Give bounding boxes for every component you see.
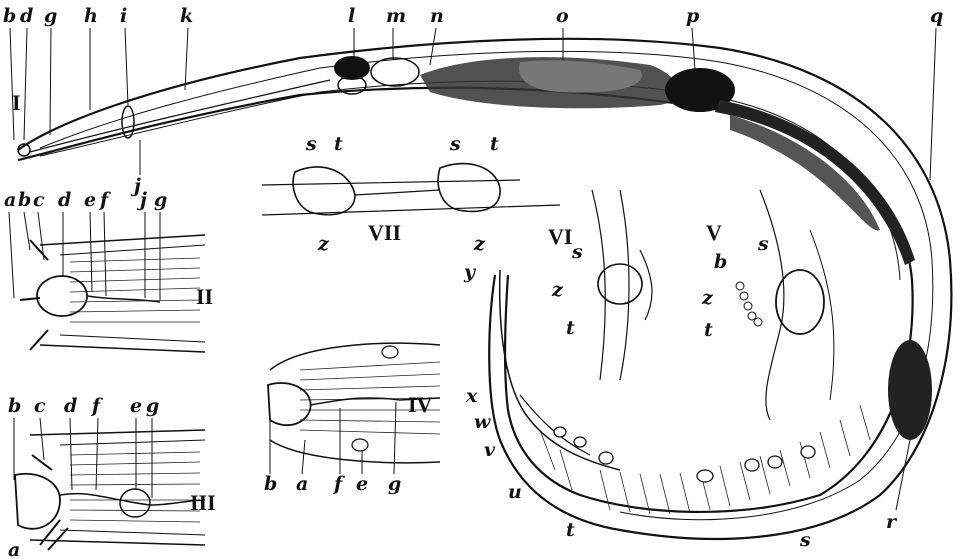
main-worm-body — [17, 37, 953, 540]
label-n: n — [430, 5, 444, 27]
IV-label-a: a — [296, 473, 308, 495]
panel-VI: VI s z t — [548, 189, 653, 381]
numeral-V: V — [706, 220, 722, 245]
VI-label-t: t — [566, 317, 575, 339]
VII-label-s2: s — [449, 133, 461, 155]
label-p: p — [686, 5, 700, 27]
label-r: r — [886, 511, 898, 533]
IV-label-g: g — [388, 473, 401, 495]
II-label-g: g — [154, 189, 167, 211]
label-l: l — [348, 5, 355, 27]
label-g: g — [44, 5, 57, 27]
II-label-f: f — [98, 189, 111, 211]
III-label-b: b — [8, 395, 21, 417]
label-m: m — [386, 5, 406, 27]
numeral-III: III — [190, 490, 216, 515]
numeral-II: II — [196, 284, 213, 309]
label-o: o — [556, 5, 569, 27]
II-label-j: j — [136, 189, 147, 211]
IV-label-b: b — [264, 473, 277, 495]
numeral-VI: VI — [548, 224, 572, 249]
label-y: y — [463, 261, 477, 283]
V-label-b: b — [714, 251, 727, 273]
II-label-a: a — [4, 189, 16, 211]
VII-label-z1: z — [317, 233, 330, 255]
label-u: u — [508, 481, 522, 503]
III-label-a: a — [8, 539, 20, 559]
numeral-I: I — [12, 90, 21, 115]
VII-label-t2: t — [490, 133, 499, 155]
label-t-main: t — [566, 519, 575, 541]
III-label-e: e — [130, 395, 142, 417]
label-d: d — [20, 5, 33, 27]
label-q: q — [930, 5, 943, 27]
numeral-VII: VII — [368, 220, 401, 245]
numeral-IV: IV — [408, 392, 433, 417]
III-label-f: f — [90, 395, 103, 417]
VII-label-s1: s — [305, 133, 317, 155]
VII-label-t1: t — [334, 133, 343, 155]
V-label-z: z — [701, 287, 714, 309]
II-label-d: d — [58, 189, 71, 211]
panel-II: II a b c d e f j g — [4, 189, 213, 353]
IV-label-f: f — [332, 473, 345, 495]
panel-VII: VII s t s t z z — [261, 133, 561, 255]
V-label-s: s — [757, 233, 769, 255]
label-w: w — [474, 411, 491, 433]
label-k: k — [180, 5, 193, 27]
label-v: v — [484, 439, 496, 461]
label-s-main: s — [799, 529, 811, 551]
II-label-b: b — [18, 189, 31, 211]
label-i: i — [120, 5, 127, 27]
III-label-d: d — [64, 395, 77, 417]
VI-label-z: z — [551, 279, 564, 301]
IV-label-e: e — [356, 473, 368, 495]
II-label-c: c — [33, 189, 45, 211]
VII-label-z2: z — [473, 233, 486, 255]
III-label-c: c — [34, 395, 46, 417]
III-label-g: g — [146, 395, 159, 417]
panel-III: III b c d f e g a — [8, 395, 216, 559]
label-h: h — [84, 5, 98, 27]
panel-V: V s b z t — [701, 189, 835, 421]
VI-label-s: s — [571, 241, 583, 263]
V-label-t: t — [704, 319, 713, 341]
label-j: j — [130, 175, 141, 197]
main-labels: I b d g h i k l m n o p q j r — [3, 5, 943, 551]
II-label-e: e — [84, 189, 96, 211]
label-x: x — [465, 385, 478, 407]
label-b: b — [3, 5, 16, 27]
panel-IV: IV b a f e g — [264, 342, 441, 495]
